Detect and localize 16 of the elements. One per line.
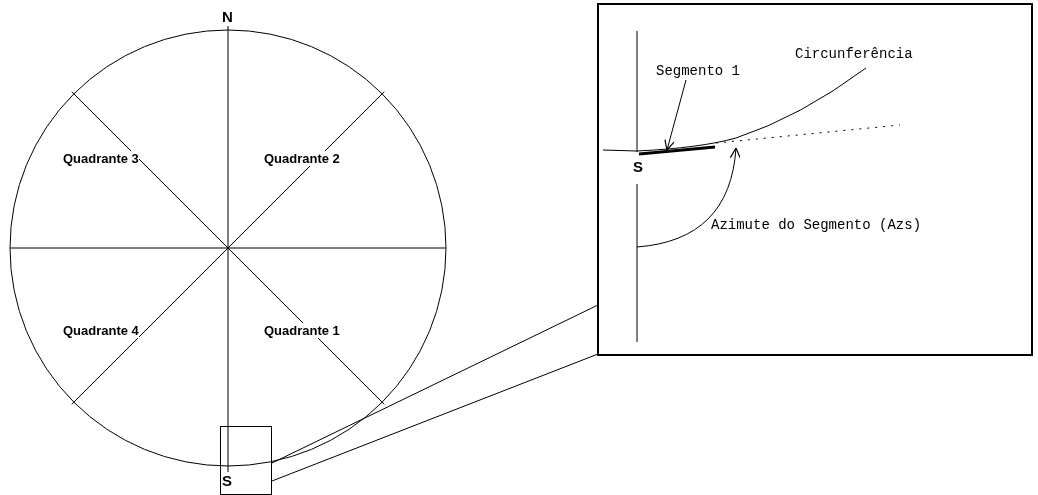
quadrant-label: Quadrante 3 [63, 151, 139, 166]
compass-point-label: S [633, 158, 643, 175]
connector-line [271, 304, 599, 464]
compass-point-label: N [222, 8, 233, 25]
quadrant-label: Quadrante 2 [264, 151, 340, 166]
curve-label: Circunferência [795, 46, 913, 62]
quadrant-label: Quadrante 4 [63, 323, 139, 338]
connector-line [271, 353, 599, 482]
connector-line [664, 79, 687, 151]
callout-label: Segmento 1 [656, 62, 756, 80]
inset-panel [597, 3, 1033, 356]
thick-segment [639, 145, 716, 156]
angle-label: Azimute do Segmento (Azs) [711, 217, 922, 233]
quadrant-label: Quadrante 1 [264, 323, 340, 338]
compass-point-label: S [222, 472, 232, 489]
zoom-frame [220, 426, 272, 495]
